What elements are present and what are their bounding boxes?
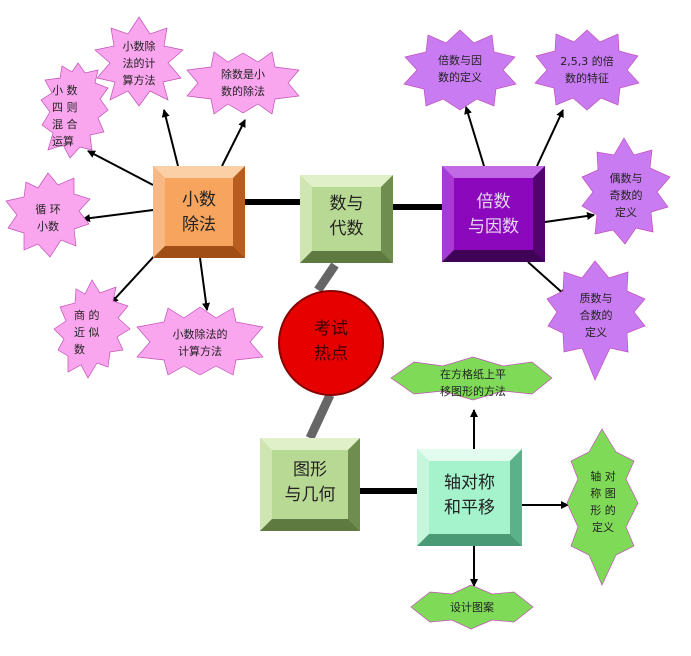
box-algebra-label: 数与代数 bbox=[329, 194, 364, 239]
arrow-to-prime-composite bbox=[527, 261, 567, 297]
burst-design bbox=[410, 584, 534, 630]
arrow-to-mixed-ops bbox=[87, 150, 154, 186]
center-circle[interactable] bbox=[278, 290, 384, 396]
arrows bbox=[82, 106, 595, 587]
box-factors-label: 倍数与因数 bbox=[468, 192, 519, 237]
arrow-to-calc-method-top bbox=[161, 109, 179, 167]
burst-axis-def-label: 轴 对称 图形 的定义 bbox=[590, 470, 616, 535]
box-geometry[interactable] bbox=[260, 438, 360, 531]
burst-multiples-235-label: 2,5,3 的倍数的特征 bbox=[560, 55, 614, 86]
center-label: 考试热点 bbox=[314, 319, 348, 364]
box-factors[interactable] bbox=[442, 166, 545, 262]
burst-grid-translate-label: 在方格纸上平移图形的方法 bbox=[440, 368, 506, 399]
burst-even-odd-label: 偶数与奇数的定义 bbox=[609, 172, 643, 220]
bursts bbox=[5, 16, 671, 630]
burst-approx-quotient bbox=[53, 279, 131, 379]
burst-multiples-235 bbox=[534, 29, 640, 111]
burst-recurring bbox=[5, 172, 91, 258]
burst-factor-def bbox=[403, 29, 517, 111]
burst-calc-method-top-label: 小数除法的计算方法 bbox=[122, 40, 156, 88]
burst-axis-def bbox=[566, 428, 639, 586]
burst-design-label: 设计图案 bbox=[450, 601, 494, 614]
burst-approx-quotient-label: 商 的近 似数 bbox=[74, 309, 100, 357]
connector-center-geometry bbox=[305, 393, 335, 440]
burst-divisor-decimal bbox=[186, 51, 300, 115]
burst-mixed-ops-label: 小 数四 则混 合运算 bbox=[52, 84, 78, 149]
burst-mixed-ops bbox=[40, 62, 109, 159]
burst-divisor-decimal-label: 除数是小数的除法 bbox=[221, 68, 265, 99]
main-connectors bbox=[245, 199, 442, 494]
burst-calc-method-bottom bbox=[136, 306, 264, 376]
burst-prime-composite-label: 质数与合数的定义 bbox=[579, 292, 613, 340]
burst-factor-def-label: 倍数与因数的定义 bbox=[438, 54, 482, 85]
arrow-to-recurring bbox=[82, 209, 154, 223]
burst-prime-composite bbox=[546, 260, 646, 381]
arrow-to-even-odd bbox=[544, 212, 595, 223]
box-symmetry-label: 轴对称和平移 bbox=[444, 473, 495, 518]
arrow-to-approx-quotient bbox=[110, 252, 158, 304]
box-algebra[interactable] bbox=[300, 175, 393, 263]
arrow-to-divisor-decimal bbox=[221, 119, 246, 167]
arrow-to-multiples-235 bbox=[536, 109, 564, 167]
burst-calc-method-top bbox=[94, 16, 184, 107]
burst-recurring-label: 循 环小数 bbox=[35, 203, 61, 234]
box-decimal-div-label: 小数除法 bbox=[182, 190, 216, 235]
box-symmetry[interactable] bbox=[417, 449, 522, 546]
box-decimal-div[interactable] bbox=[153, 166, 245, 258]
arrow-to-calc-method-bottom bbox=[199, 257, 211, 311]
connector-algebra-center bbox=[314, 262, 339, 293]
burst-grid-translate bbox=[390, 356, 553, 401]
burst-even-odd bbox=[581, 137, 671, 245]
box-geometry-label: 图形与几何 bbox=[284, 460, 336, 505]
burst-calc-method-bottom-label: 小数除法的计算方法 bbox=[172, 328, 228, 359]
arrow-to-factor-def bbox=[464, 106, 485, 167]
